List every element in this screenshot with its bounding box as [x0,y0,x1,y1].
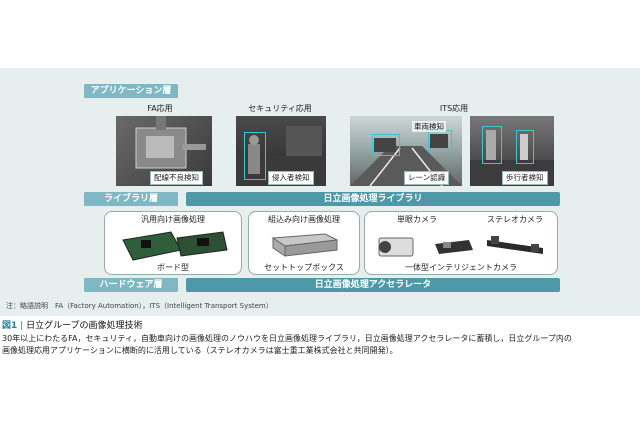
library-layer-tag: ライブラリ層 [84,192,178,206]
hardware-box-general: 汎用向け画像処理 ボード型 [104,211,242,275]
pedestrian-detection-box-1 [482,126,502,164]
figure-separator: | [20,321,24,331]
body-line-1: 30年以上にわたるFA，セキュリティ，自動車向けの画像処理のノウハウを日立画像処… [2,334,572,343]
monocular-camera-title: 単眼カメラ [397,215,437,224]
security-caption: 侵入者検知 [268,171,314,185]
app-title-its: ITS応用 [439,104,469,113]
intelligent-camera-caption: 一体型インテリジェントカメラ [405,263,517,272]
app-title-security: セキュリティ応用 [248,104,312,113]
board-image [122,231,228,261]
vehicle-detection-label: 車両検知 [412,121,446,132]
pedestrian-caption: 歩行者検知 [502,171,548,185]
figure-title: 日立グループの画像処理技術 [26,321,143,331]
pedestrian-detection-box-2 [516,130,534,164]
set-top-box-caption: セットトップボックス [264,263,344,272]
intruder-detection-box [244,132,266,180]
set-top-box-image [271,233,339,257]
figure-number: 図1 [2,321,18,331]
board-caption: ボード型 [157,263,189,272]
application-layer-tag: アプリケーション層 [84,84,178,98]
hardware-box-embedded: 組込み向け画像処理 セットトップボックス [248,211,360,275]
vehicle-detection-box-1 [372,134,400,156]
hardware-layer-tag: ハードウェア層 [84,278,178,292]
fa-machine-image [135,116,206,169]
body-line-2: 画像処理応用アプリケーションに横断的に活用している（ステレオカメラは富士重工業株… [2,346,398,355]
accelerator-bar: 日立画像処理アクセラレータ [186,278,560,292]
abbreviation-note: 注：略語説明 FA（Factory Automation），ITS（Intell… [6,302,273,310]
fa-caption: 配線不良検知 [150,171,203,185]
its-caption: レーン認識 [404,171,450,185]
embedded-title: 組込み向け画像処理 [268,215,340,224]
figure-caption: 図1 | 日立グループの画像処理技術 [2,318,143,331]
stereo-camera-title: ステレオカメラ [487,215,543,224]
monocular-camera-image [378,237,473,257]
general-purpose-title: 汎用向け画像処理 [141,215,205,224]
vehicle-detection-box-2 [428,130,452,152]
app-title-fa: FA応用 [147,104,173,113]
stereo-camera-image [487,236,543,254]
library-bar: 日立画像処理ライブラリ [186,192,560,206]
hardware-box-camera: 単眼カメラ ステレオカメラ 一体型インテリジェントカメラ [364,211,558,275]
